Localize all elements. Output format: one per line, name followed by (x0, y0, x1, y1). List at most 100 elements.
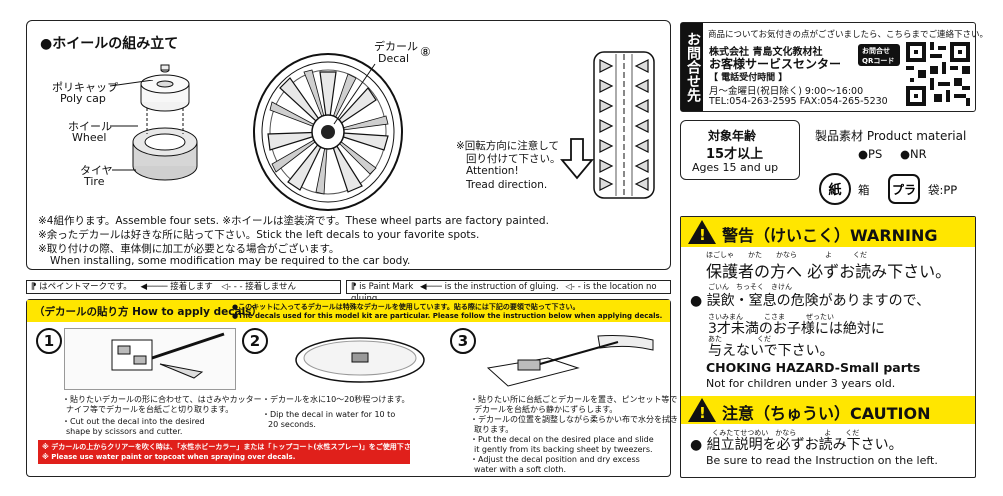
tread-direction-arrow-icon (560, 138, 594, 180)
contact-panel (680, 22, 976, 112)
step3-jp-4: 取ります。 (474, 425, 514, 434)
glue-arrow-icon: ◀──── (140, 282, 168, 292)
warning-ruby-3: さいみまん こさま ぜったい (708, 313, 834, 321)
warning-ruby-4: あた くだ (708, 335, 771, 343)
age-title: 対象年齢 (708, 129, 757, 143)
tread-note-2: 回り付けて下さい。 (466, 153, 561, 165)
caution-triangle-icon: ! (688, 398, 716, 422)
step1-en-2: shape by scissors and cutter. (66, 427, 183, 436)
step2-en-2: 20 seconds. (268, 420, 316, 429)
contact-hours: 月～金曜日(祝日除く) 9:00～16:00 (709, 86, 864, 97)
contact-side-tab (681, 23, 703, 111)
step3-en-3: ・Adjust the decal position and dry exces… (470, 455, 640, 464)
material-ps: ●PS (858, 147, 883, 161)
step3-en-2: it gently from its backing sheet by twee… (474, 445, 653, 454)
warning-ruby-1: ほごしゃ かた かなら よ くだ (706, 251, 867, 259)
material-nr: ●NR (900, 147, 927, 161)
plastic-recycle-icon: プラ (888, 174, 920, 204)
caution-line-1: ● 組立説明を必ずお読み下さい。 (690, 437, 903, 453)
warning-line-1: 保護者の方へ 必ずお読み下さい。 (706, 262, 952, 281)
wheel-label-jp: ホイール (68, 120, 112, 133)
contact-hours-label: 【 電話受付時間 】 (709, 73, 788, 83)
contact-tel: TEL:054-263-2595 FAX:054-265-5230 (709, 96, 888, 107)
legend-jp-paint: はペイントマークです。 (39, 282, 132, 292)
step1-number: 1 (36, 328, 62, 354)
paint-mark-icon-en: ⁋ (351, 282, 357, 292)
wheel-exploded-illustration (132, 64, 198, 181)
applying-decal-illustration (486, 335, 654, 387)
wheel-face-illustration (253, 53, 403, 211)
decal-spray-warning (38, 440, 410, 464)
decal-notice-en: ●The decals used for this model kit are … (232, 312, 663, 320)
assembly-note-4: When installing, some modification may b… (50, 255, 411, 267)
paper-recycle-icon: 紙 (819, 173, 851, 205)
decal-label-en: Decal (378, 52, 410, 65)
qr-label-1: お問合せ (862, 47, 890, 55)
contact-center: お客様サービスセンター (709, 57, 842, 71)
warning-panel (680, 216, 976, 478)
warning-line-4: 与えないで下さい。 (708, 343, 834, 359)
caution-ruby-1: くみたてせつめい かなら よ くだ (712, 429, 860, 437)
legend-en: ⁋ is Paint Mark ◀─── is the instruction … (346, 280, 671, 304)
scissors-cutting-decal-illustration (111, 332, 225, 379)
assembly-panel (26, 20, 671, 270)
age-jp: 15才以上 (706, 147, 764, 162)
step3-jp-3: ・デカールの位置を調整しながら柔らかい布で水分を拭き (470, 415, 678, 424)
warning-ruby-2: ごいん ちっそく きけん (708, 283, 792, 291)
warning-triangle-icon: ! (688, 220, 716, 244)
tread-note-3: Attention! (466, 165, 519, 177)
decal-warn-jp: ※ デカールの上からクリアーを吹く時は、「水性ホビーカラー」または「トップコート… (42, 443, 425, 451)
warning-header (681, 217, 975, 247)
assembly-note-1: ※4組作ります。Assemble four sets. ※ホイールは塗装済です。… (38, 215, 549, 227)
step1-jp-1: ・貼りたいデカールの形に合わせて、はさみやカッター (62, 395, 262, 404)
tread-note-4: Tread direction. (466, 179, 548, 191)
contact-company: 株式会社 青島文化教材社 (709, 47, 823, 58)
svg-text:プラ: プラ (892, 182, 916, 197)
tire-tread-illustration (593, 51, 655, 199)
caution-title: 注意（ちゅうい）CAUTION (722, 404, 931, 423)
caution-line-2: Be sure to read the Instruction on the l… (706, 454, 938, 467)
tire-label-en: Tire (84, 175, 105, 188)
decal-number: ⑧ (420, 45, 431, 59)
warning-line-2: ● 誤飲・窒息の危険がありますので、 (690, 293, 931, 309)
qr-label-2: QRコード (862, 57, 895, 65)
step3-en-4: water with a soft cloth. (474, 465, 566, 474)
step3-jp-2: デカールを台紙から静かにずらします。 (474, 405, 618, 414)
decal-warn-en: ※ Please use water paint or topcoat when… (42, 453, 296, 461)
label-leader-lines (109, 80, 154, 171)
legend-en-paint: is Paint Mark (359, 282, 414, 292)
polycap-label-jp: ポリキャップ (52, 81, 118, 94)
decal-howto-title: （デカールの貼り方 How to apply decals） (34, 306, 262, 318)
noglue-arrow-icon: ◁- - - (221, 282, 243, 292)
qr-code-icon[interactable] (906, 42, 970, 106)
qr-label-box (858, 44, 900, 66)
decal-notice-jp: ●このキットに入ってるデカールは特殊なデカールを使用しています。貼る際には下記の… (232, 303, 580, 311)
warning-line-3: 3才未満のお子様には絶対に (708, 321, 885, 337)
legend-jp-noglue: 接着しません (245, 282, 297, 292)
step2-jp: ・デカールを水に10～20秒程つけます。 (262, 395, 410, 404)
decal-leader-line (333, 63, 376, 125)
paint-mark-icon: ⁋ (31, 282, 37, 292)
age-en: Ages 15 and up (692, 161, 779, 174)
assembly-title: ●ホイールの組み立て (40, 36, 179, 52)
material-title: 製品素材 Product material (815, 129, 967, 143)
assembly-note-3: ※取り付けの際、車体側に加工が必要となる場合がございます。 (38, 243, 340, 255)
warning-title: 警告（けいこく）WARNING (722, 226, 938, 245)
warning-line-6: Not for children under 3 years old. (706, 377, 896, 390)
assembly-note-2: ※余ったデカールは好きな所に貼って下さい。Stick the left deca… (38, 229, 480, 241)
step2-number: 2 (242, 328, 268, 354)
noglue-arrow-icon-en: ◁- - (565, 282, 581, 292)
contact-side-label: お問合せ先 (685, 32, 701, 102)
step3-jp-1: ・貼りたい所に台紙ごとデカールを置き、ピンセット等で (470, 395, 678, 404)
decal-label-jp: デカール (374, 40, 418, 53)
step3-en-1: ・Put the decal on the desired place and … (470, 435, 654, 444)
decal-howto-header (27, 300, 670, 322)
water-dish-illustration (295, 337, 425, 383)
svg-text:紙: 紙 (828, 182, 841, 198)
material-box-label: 箱 (858, 183, 870, 197)
step1-jp-2: ナイフ等でデカールを台紙ごと切り取ります。 (66, 405, 234, 414)
legend-en-glue: is the instruction of gluing. (444, 282, 559, 292)
legend-jp-glue: 接着します (170, 282, 213, 292)
glue-arrow-icon-en: ◀─── (420, 282, 442, 292)
contact-intro: 商品についてお気付きの点がございましたら、こちらまでご連絡下さい。 (708, 30, 988, 40)
